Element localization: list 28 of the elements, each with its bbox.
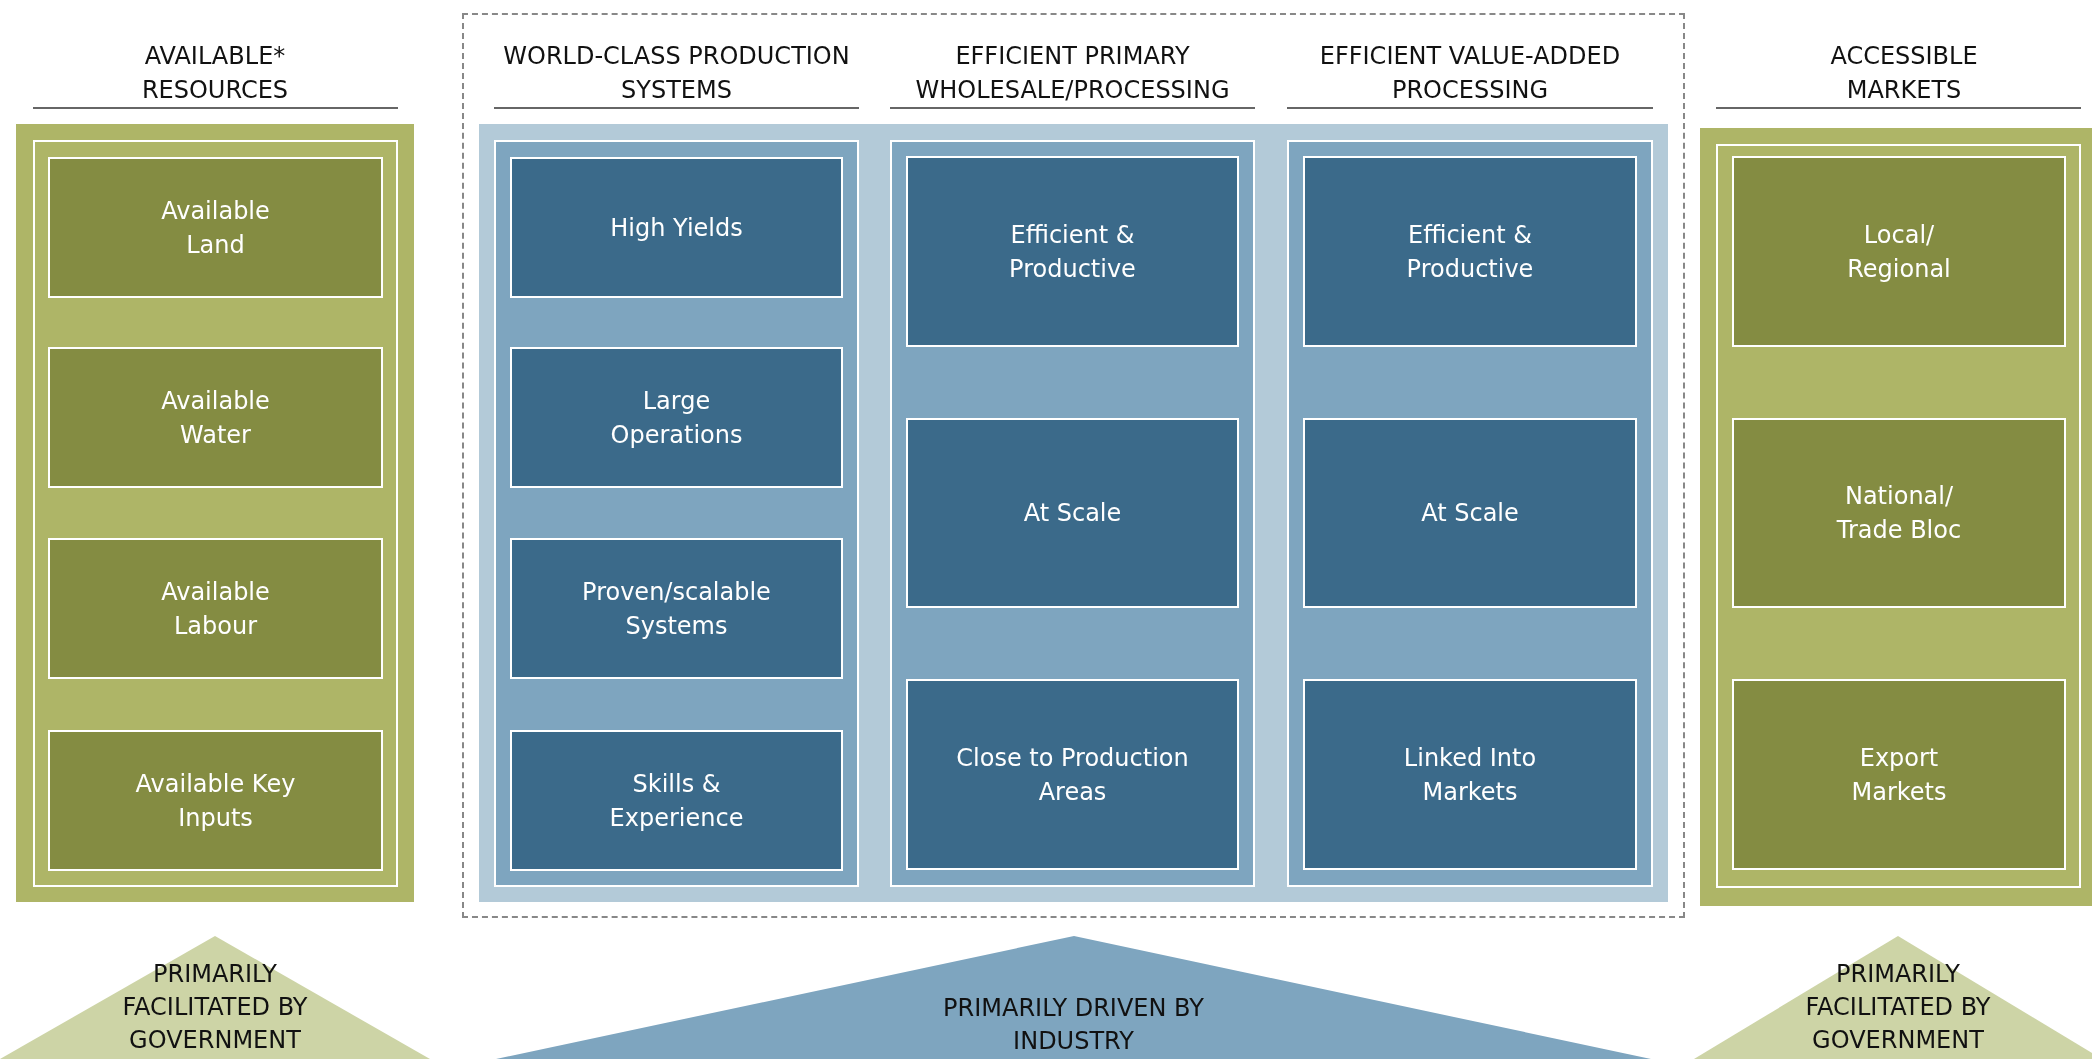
column-heading: EFFICIENT VALUE-ADDED PROCESSING: [1318, 41, 1622, 106]
item-box: Local/ Regional: [1732, 156, 2066, 347]
triangle-shape: [0, 936, 430, 1059]
panel-heading: ACCESSIBLE MARKETS: [1830, 41, 1978, 106]
column-heading: EFFICIENT PRIMARY WHOLESALE/PROCESSING: [914, 41, 1231, 106]
item-box: Large Operations: [510, 347, 843, 488]
item-box: Available Land: [48, 157, 383, 298]
item-box: National/ Trade Bloc: [1732, 418, 2066, 608]
item-box: Available Key Inputs: [48, 730, 383, 871]
triangle-shape: [496, 936, 1651, 1059]
item-box: At Scale: [1303, 418, 1637, 608]
item-box: At Scale: [906, 418, 1239, 608]
item-box: Proven/scalable Systems: [510, 538, 843, 679]
item-box: Efficient & Productive: [906, 156, 1239, 347]
triangle-label: PRIMARILY DRIVEN BY INDUSTRY: [942, 993, 1205, 1057]
column-heading: WORLD-CLASS PRODUCTION SYSTEMS: [502, 41, 851, 106]
item-box: High Yields: [510, 157, 843, 298]
item-box: Available Water: [48, 347, 383, 488]
panel-heading: AVAILABLE* RESOURCES: [140, 41, 290, 106]
item-box: Linked Into Markets: [1303, 679, 1637, 870]
triangle-shape: [1694, 936, 2092, 1059]
item-box: Available Labour: [48, 538, 383, 679]
item-box: Close to Production Areas: [906, 679, 1239, 870]
triangle-label: PRIMARILY FACILITATED BY GOVERNMENT: [121, 959, 309, 1056]
triangle-label: PRIMARILY FACILITATED BY GOVERNMENT: [1804, 959, 1992, 1056]
item-box: Skills & Experience: [510, 730, 843, 871]
item-box: Efficient & Productive: [1303, 156, 1637, 347]
item-box: Export Markets: [1732, 679, 2066, 870]
